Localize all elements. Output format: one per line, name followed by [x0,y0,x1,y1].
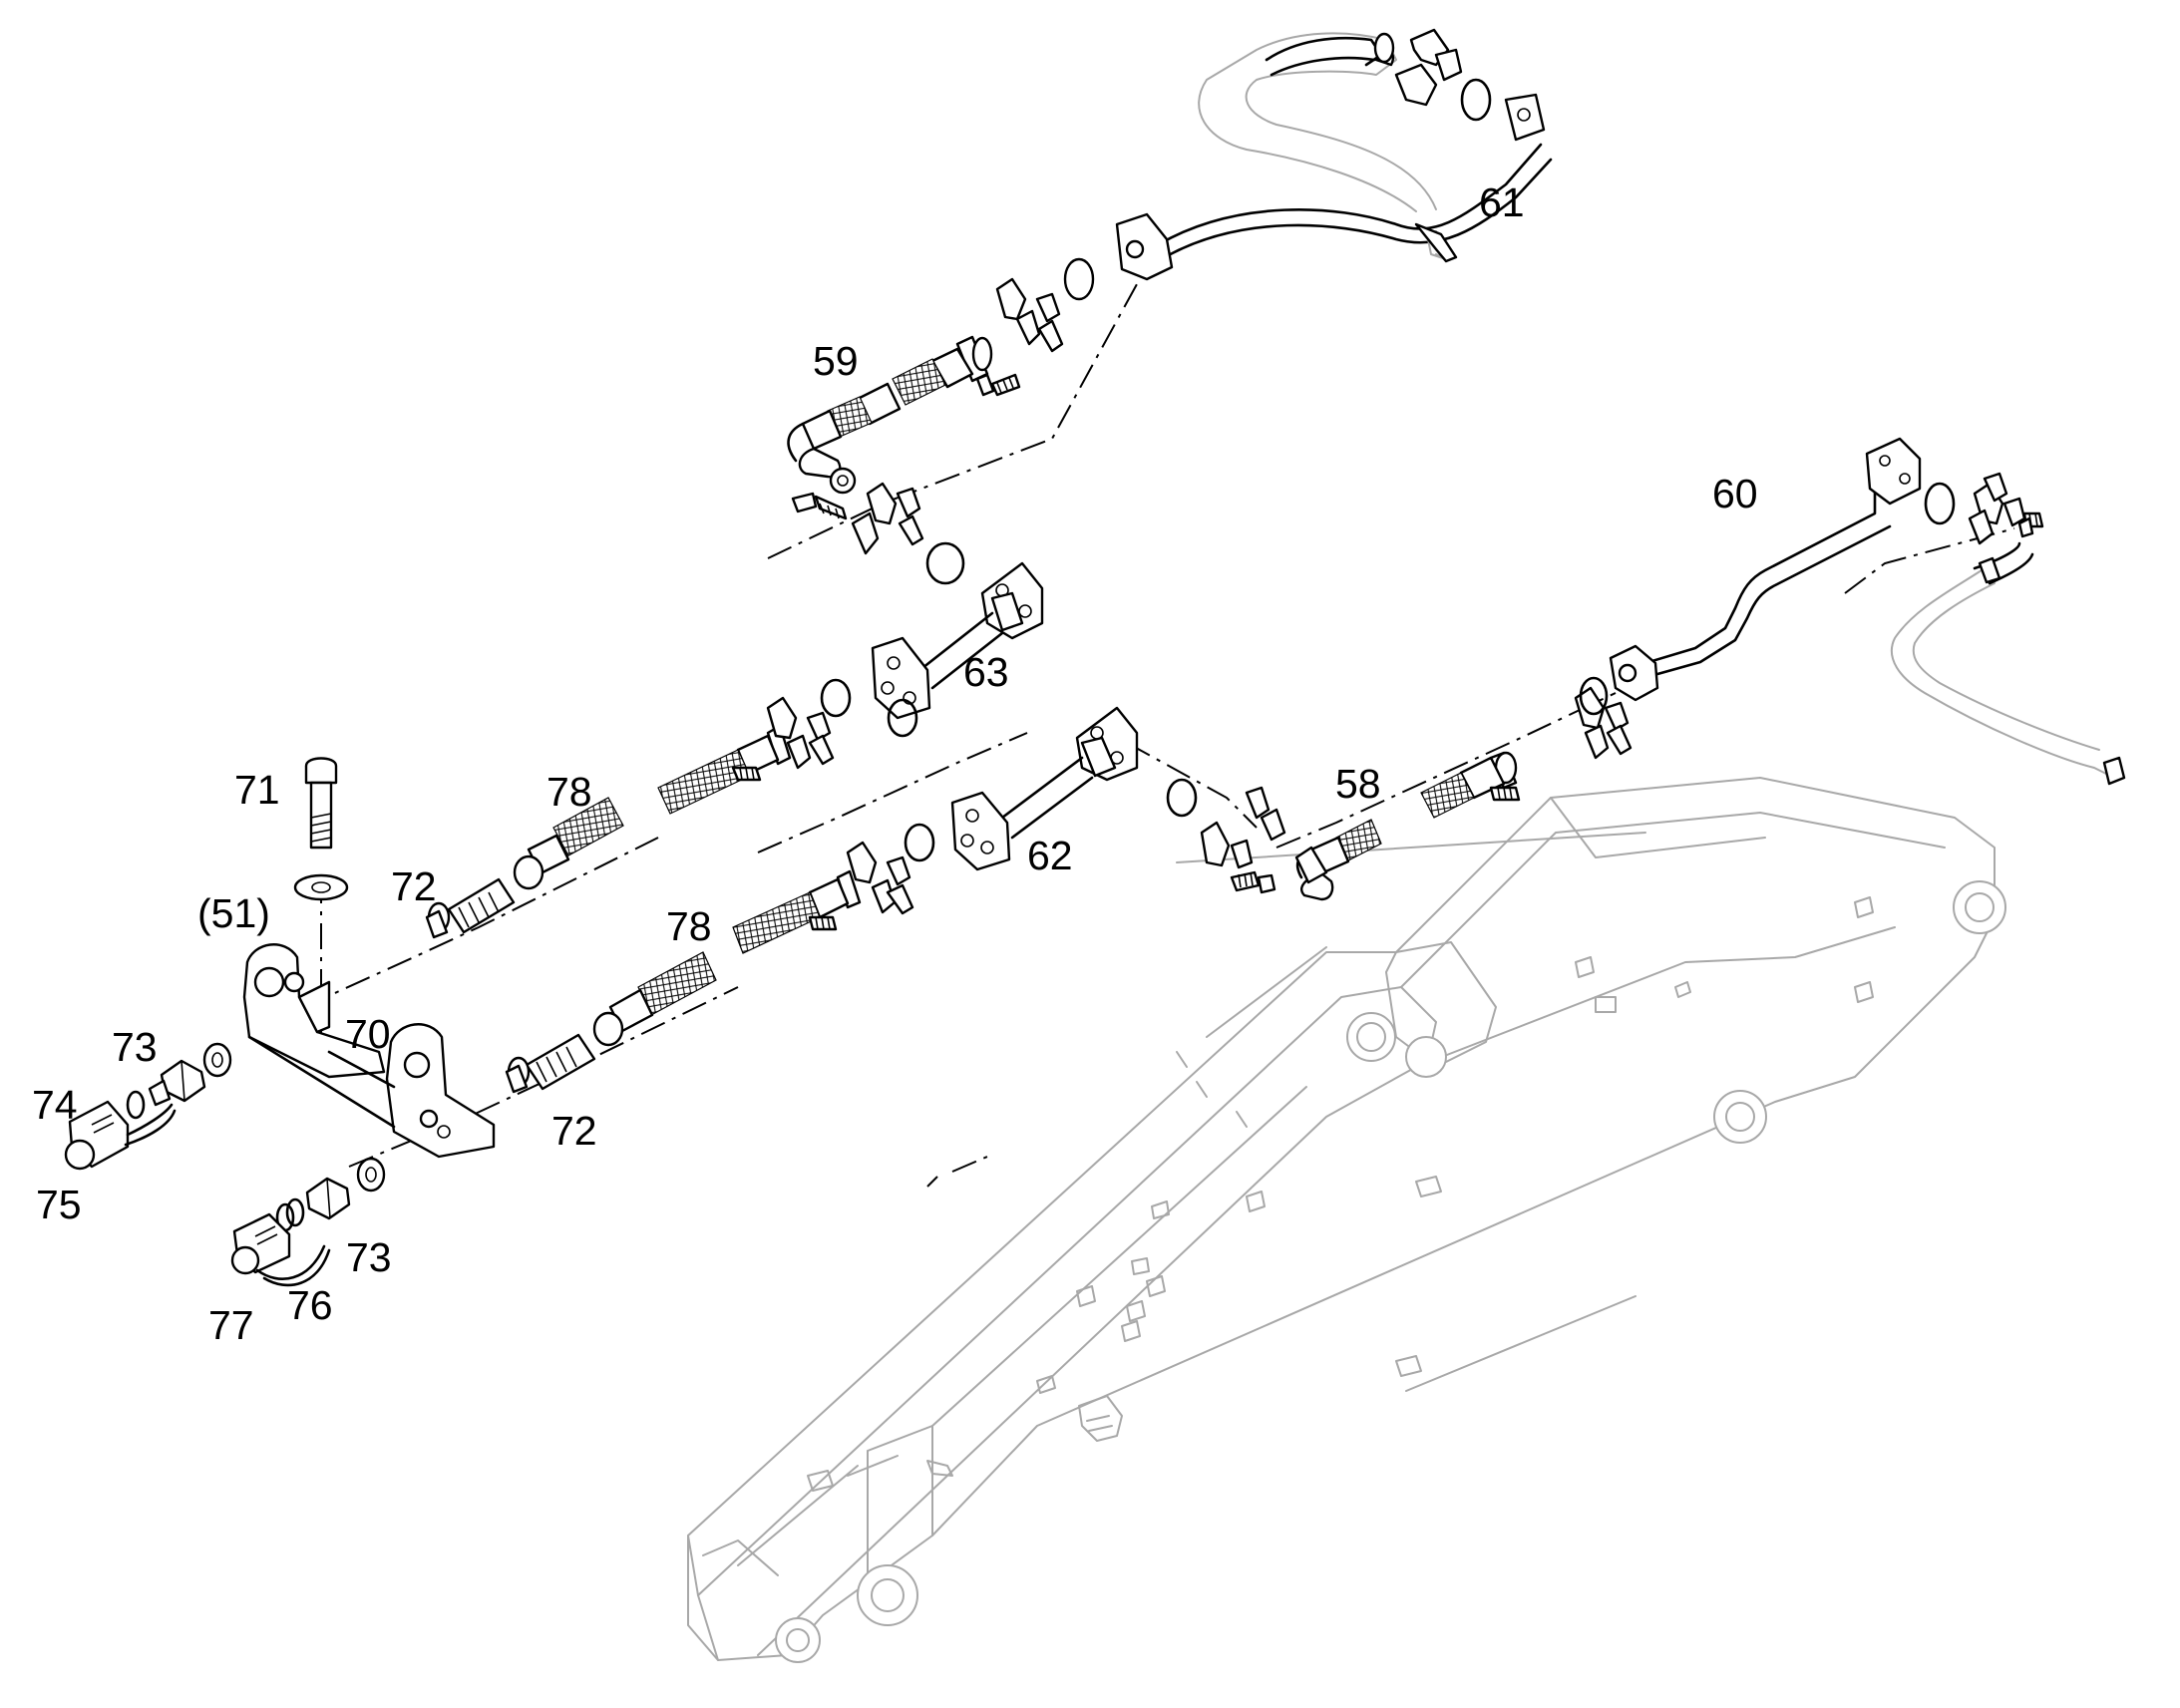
label-73-upper: 73 [112,1024,158,1070]
label-70: 70 [345,1011,391,1057]
part-73-lower-adapter [305,1177,351,1220]
part-71-bolt [304,757,338,850]
label-51: (51) [197,890,270,936]
label-62: 62 [1027,833,1073,878]
label-60: 60 [1712,471,1758,516]
label-61: 61 [1479,179,1525,225]
label-75: 75 [36,1182,82,1227]
part-73-upper-nut [202,1042,232,1078]
label-77: 77 [208,1302,254,1348]
part-63-clamps [887,698,918,738]
part-75-cap [64,1100,177,1171]
part-62-block-pipe [950,706,1139,871]
label-63: 63 [963,649,1009,695]
label-78-upper: 78 [546,769,592,815]
label-59: 59 [813,338,859,384]
part-60-pipe [1609,437,1956,702]
part-77-cap [230,1212,331,1287]
label-72-lower: 72 [551,1108,597,1154]
label-72-upper: 72 [391,863,437,909]
label-71: 71 [234,767,280,813]
label-78-lower: 78 [666,903,712,949]
part-62-clamps [1166,778,1286,894]
assembly-center-lines [303,283,2015,1188]
part-51-washer [293,873,349,901]
part-74-seal [126,1090,146,1120]
part-78-lower-hose [505,823,935,1094]
part-70-bracket [242,943,496,1159]
label-76: 76 [287,1282,333,1328]
part-63-block-pipe [871,561,1044,720]
label-73-lower: 73 [346,1234,392,1280]
part-59-hose [787,335,1021,495]
part-78-upper-hose [425,678,852,939]
part-61-pipe [1115,32,1553,281]
excavator-boom [687,777,2006,1663]
part-58-hose [1294,676,1633,901]
label-58: 58 [1335,761,1381,807]
label-74: 74 [32,1082,78,1128]
part-labels: 61 59 60 63 71 78 58 62 72 (51) 78 70 73… [32,179,1758,1348]
part-73-lower-nut [356,1157,386,1193]
part-61-clamps [995,28,1492,353]
part-60-clamps-hose [1890,472,2126,786]
part-59-clamps [791,482,965,585]
part-73-upper-adapter [148,1059,206,1107]
